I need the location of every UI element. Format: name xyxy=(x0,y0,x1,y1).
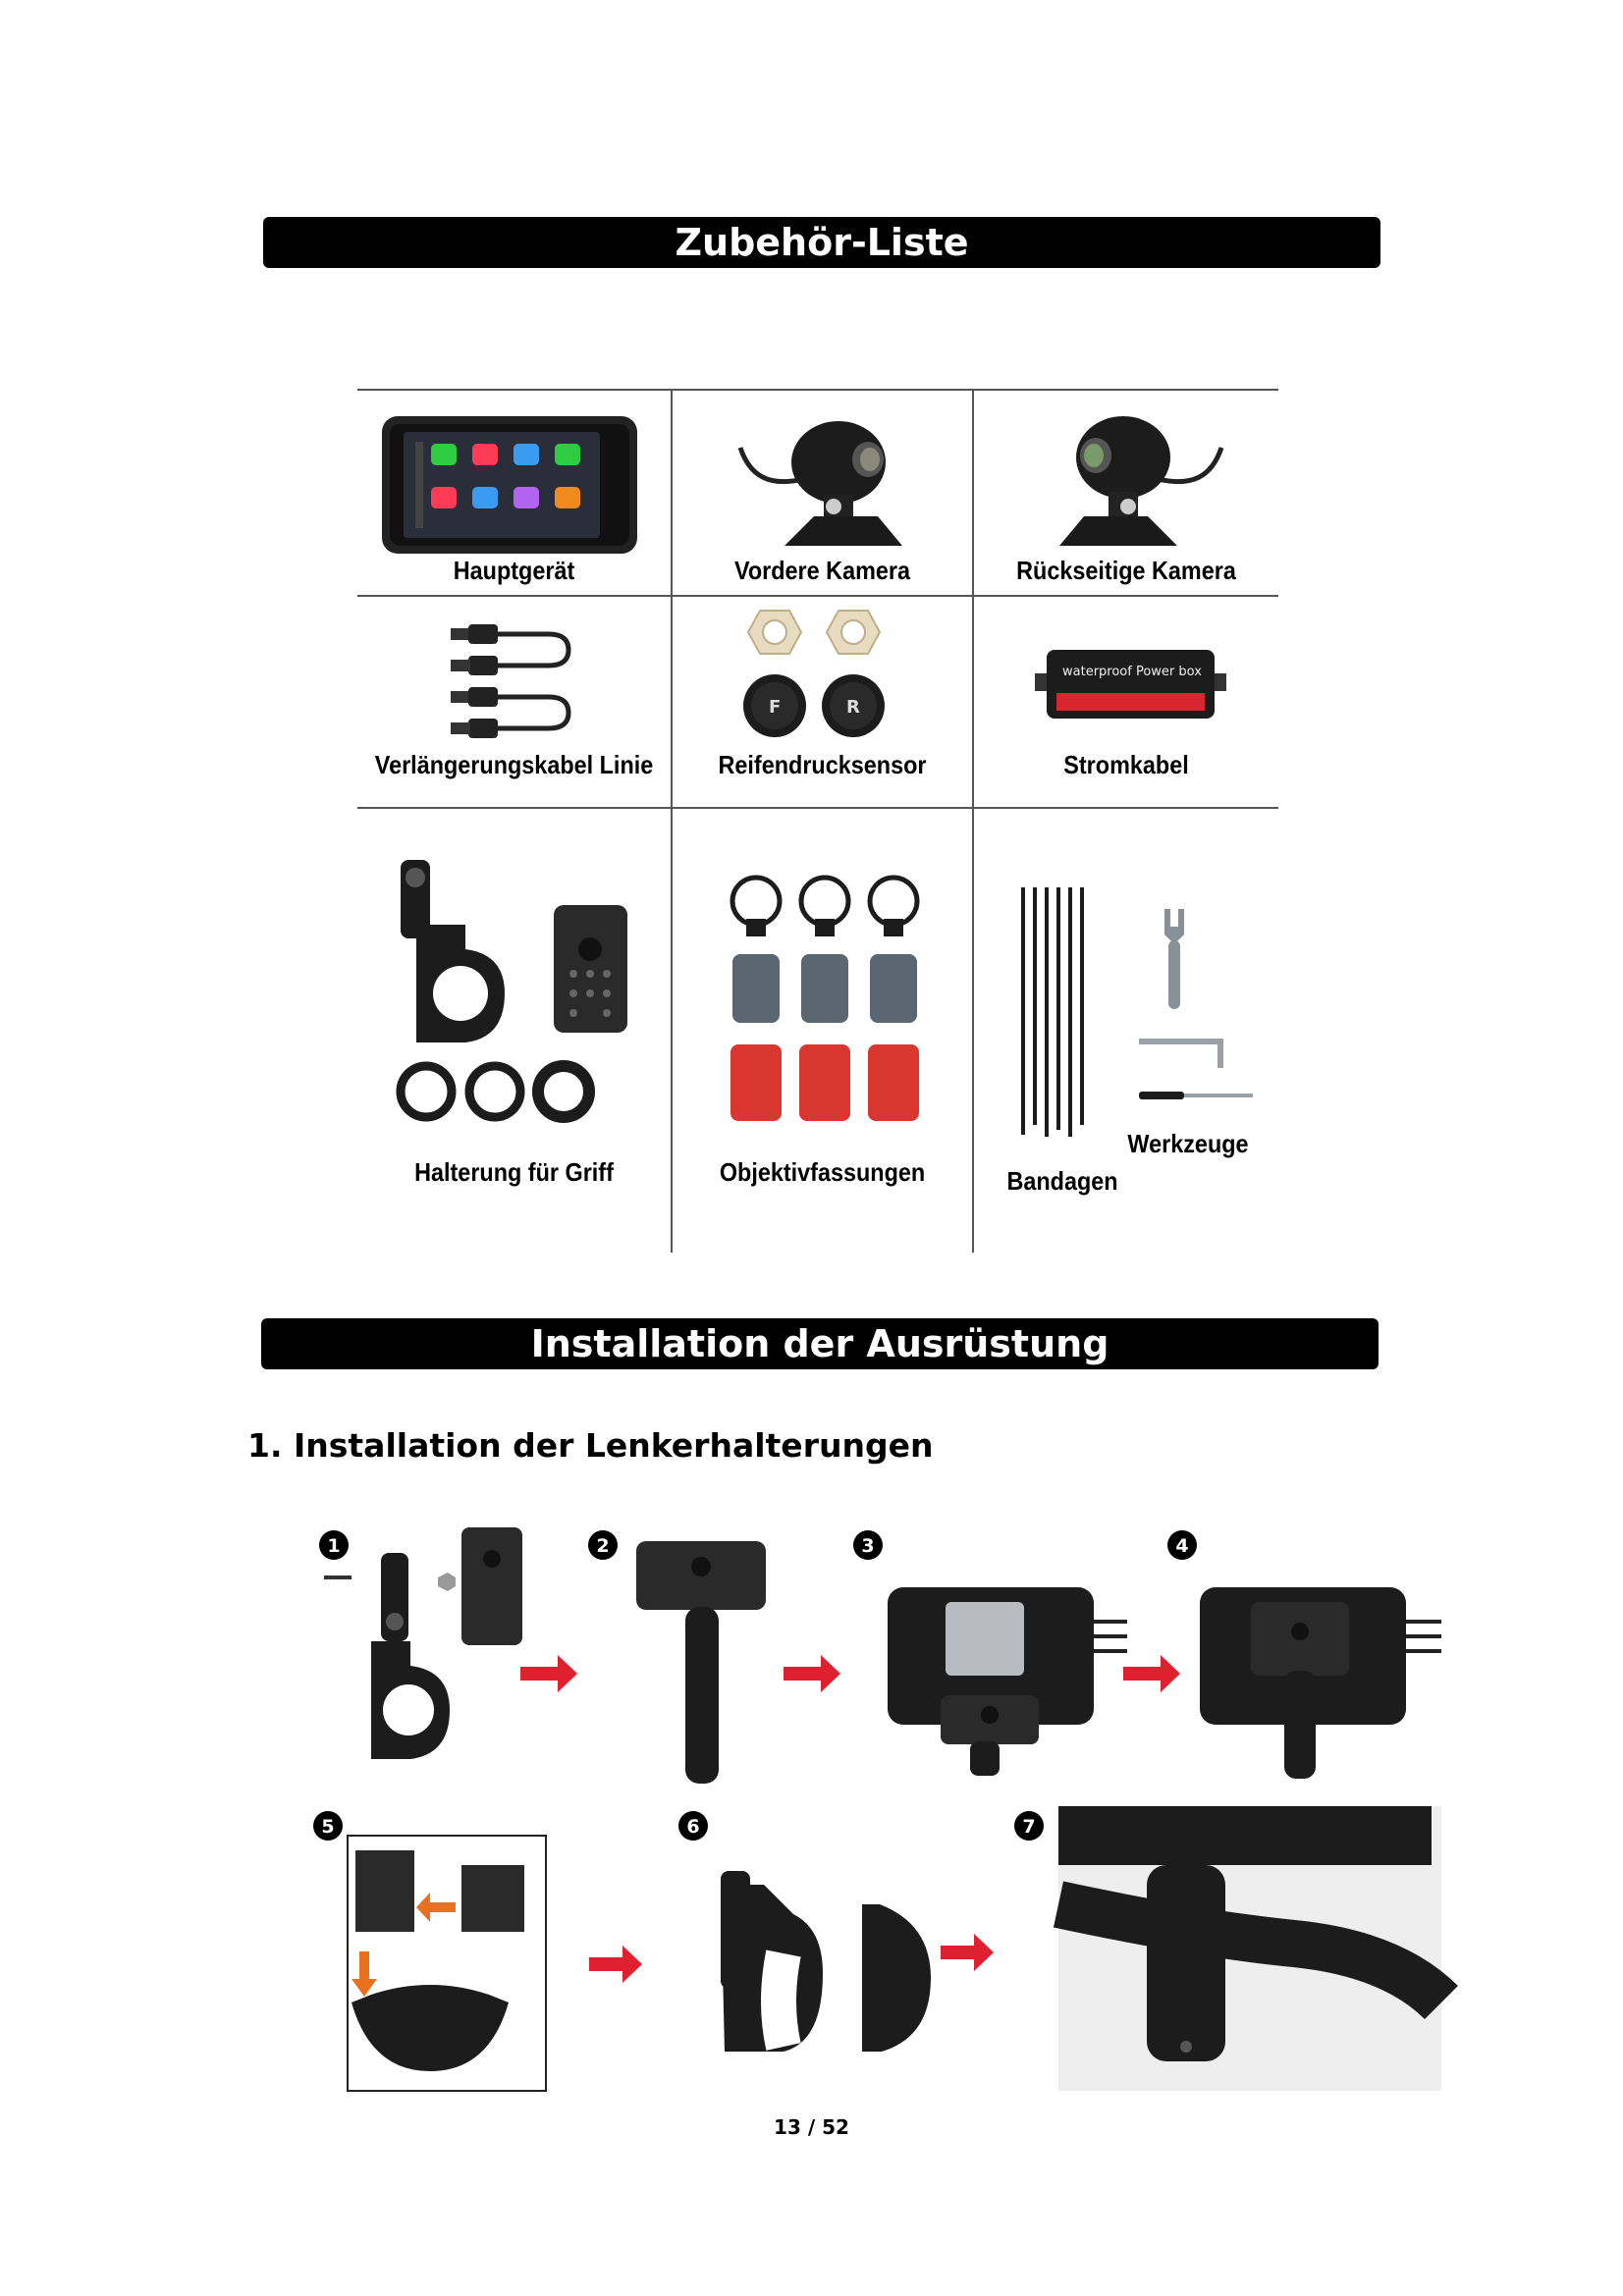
arrow-right-icon xyxy=(589,1946,642,1983)
accessory-list-heading: Zubehör-Liste xyxy=(263,217,1380,268)
arrow-right-icon xyxy=(520,1655,577,1692)
lens-mounts-label: Objektivfassungen xyxy=(719,1157,926,1187)
step-badge-1: 1 xyxy=(327,1535,340,1557)
handlebar-mount-image xyxy=(396,860,627,1123)
step-badge-7: 7 xyxy=(1022,1816,1035,1838)
step-2-parts xyxy=(636,1541,766,1784)
step-badge-3: 3 xyxy=(861,1535,874,1557)
rear-camera-image xyxy=(1059,416,1224,546)
power-cable-label: Stromkabel xyxy=(1063,750,1189,779)
extension-cable-label: Verlängerungskabel Linie xyxy=(374,750,654,779)
step-badge-4: 4 xyxy=(1175,1535,1188,1557)
grid-line xyxy=(357,807,1278,809)
lens-mounts-image xyxy=(730,875,920,1121)
grid-line xyxy=(357,595,1278,597)
extension-cable-image xyxy=(451,624,571,738)
step-badge-2: 2 xyxy=(596,1535,609,1557)
step-1-parts xyxy=(324,1527,522,1759)
step-badge-6: 6 xyxy=(686,1816,699,1838)
section-heading: 1. Installation der Lenkerhalterungen xyxy=(247,1426,934,1465)
front-camera-image xyxy=(737,421,902,546)
step-5-parts xyxy=(352,1850,524,2071)
accessory-list-heading-text: Zubehör-Liste xyxy=(675,221,969,264)
step-badge-5: 5 xyxy=(321,1816,334,1838)
arrow-right-icon xyxy=(784,1655,840,1692)
tools-label: Werkzeuge xyxy=(1127,1129,1249,1158)
tire-sensor-label: Reifendrucksensor xyxy=(718,750,927,779)
power-box-image: waterproof Power box xyxy=(1035,650,1226,719)
grid-line xyxy=(671,389,673,1253)
main-unit-label: Hauptgerät xyxy=(453,556,575,585)
arrow-down-icon xyxy=(352,1951,377,1997)
page-number: 13 / 52 xyxy=(774,2115,849,2139)
cable-ties-label: Bandagen xyxy=(1006,1166,1118,1196)
power-box-print: waterproof Power box xyxy=(1062,665,1202,679)
installation-heading-text: Installation der Ausrüstung xyxy=(530,1322,1109,1365)
arrow-right-icon xyxy=(941,1934,994,1971)
step-7-photo xyxy=(1053,1806,1458,2091)
sensor-front-letter: F xyxy=(769,697,781,718)
tire-sensor-image: F R xyxy=(743,610,885,737)
handlebar-mount-label: Halterung für Griff xyxy=(414,1157,614,1187)
tools-image xyxy=(1139,909,1253,1099)
installation-steps-row-1: 1 2 3 4 xyxy=(319,1527,1441,1784)
arrow-right-icon xyxy=(1123,1655,1180,1692)
arrow-left-icon xyxy=(416,1893,456,1922)
accessory-grid: Hauptgerät Vordere Kamera Rückseitige Ka… xyxy=(357,389,1278,1253)
grid-line xyxy=(357,389,1278,391)
rear-camera-label: Rückseitige Kamera xyxy=(1016,556,1236,585)
sensor-rear-letter: R xyxy=(846,697,860,718)
installation-heading: Installation der Ausrüstung xyxy=(261,1318,1379,1369)
installation-steps-row-2: 5 6 7 xyxy=(313,1806,1458,2092)
cable-ties-image xyxy=(1021,887,1084,1137)
grid-line xyxy=(972,389,974,1253)
step-4-parts xyxy=(1200,1587,1441,1779)
step-3-parts xyxy=(888,1587,1127,1776)
step-5-frame xyxy=(347,1835,547,2092)
front-camera-label: Vordere Kamera xyxy=(733,556,911,585)
main-unit-image xyxy=(382,416,637,554)
step-6-parts xyxy=(721,1871,931,2052)
